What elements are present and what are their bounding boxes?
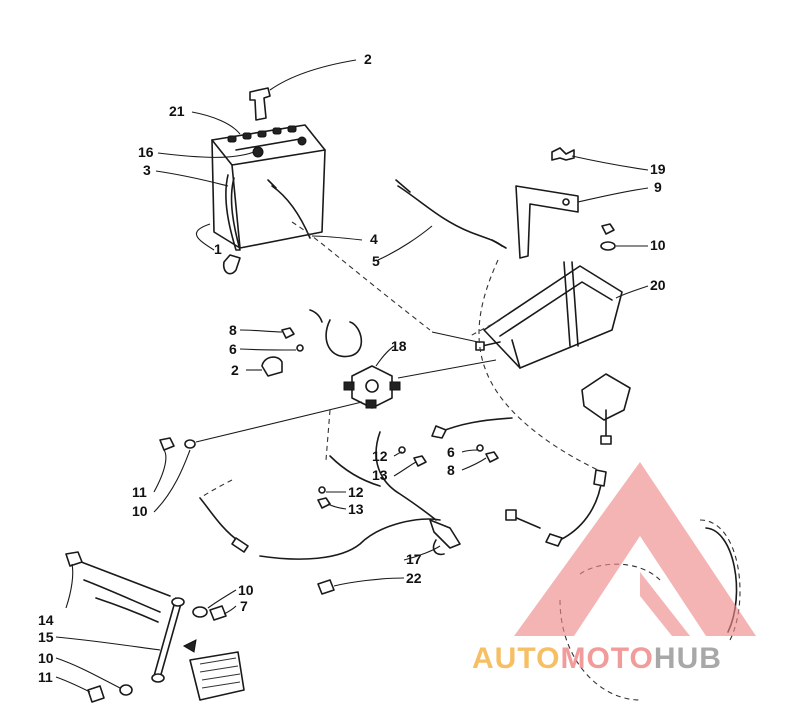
washer [398, 446, 406, 454]
solenoid [343, 365, 401, 409]
ground-cable [559, 477, 603, 541]
drain-tube [222, 254, 241, 275]
nut [159, 437, 175, 451]
tray-rod [563, 261, 571, 347]
nut [87, 685, 105, 703]
lower-bracket [189, 651, 245, 701]
callout-8-right: 8 [447, 462, 455, 478]
watermark-logo: AUTOMOTOHUB [472, 462, 756, 675]
nut [601, 223, 615, 235]
callout-2-mid: 2 [231, 362, 239, 378]
callout-6-left: 6 [229, 341, 237, 357]
watermark-auto: AUTO [472, 642, 560, 675]
callout-10-mid: 10 [132, 503, 148, 519]
callout-12-low: 12 [348, 484, 364, 500]
callout-10-bottom: 10 [38, 650, 54, 666]
callout-3: 3 [143, 162, 151, 178]
callout-13-right: 13 [372, 467, 388, 483]
callout-21: 21 [169, 103, 185, 119]
callout-4: 4 [370, 231, 378, 247]
nut [317, 497, 331, 509]
callout-13-low: 13 [348, 501, 364, 517]
nut [281, 327, 295, 339]
watermark-hub: HUB [654, 642, 722, 675]
callout-18: 18 [391, 338, 407, 354]
battery-tray [483, 265, 623, 369]
link-rod [153, 597, 177, 677]
tray-support [581, 373, 631, 421]
callout-labels: 2 21 16 3 1 4 5 19 9 10 20 8 6 2 18 6 8 … [38, 51, 666, 685]
leader-lines [55, 59, 649, 693]
callout-2-top: 2 [364, 51, 372, 67]
callout-11-bottom: 11 [38, 669, 53, 685]
callout-7: 7 [240, 598, 248, 614]
callout-12-right: 12 [372, 448, 388, 464]
grommet [317, 579, 335, 595]
washer [296, 344, 304, 352]
callout-10-right: 10 [650, 237, 666, 253]
mounting-bolt-line [195, 401, 363, 443]
callout-1: 1 [214, 241, 222, 257]
callout-9: 9 [654, 179, 662, 195]
callout-14: 14 [38, 612, 54, 628]
solenoid-cable-right [439, 417, 513, 433]
callout-6-right: 6 [447, 444, 455, 460]
callout-11-mid: 11 [132, 484, 147, 500]
callout-20: 20 [650, 277, 666, 293]
hold-down-bracket [515, 185, 579, 259]
wire-harness [375, 431, 437, 521]
washer [192, 606, 208, 618]
callout-5: 5 [372, 253, 380, 269]
washer [476, 444, 484, 452]
nut [413, 455, 427, 467]
washer [318, 486, 326, 494]
nut [485, 451, 499, 463]
connector-lead [199, 497, 241, 543]
washer [119, 684, 133, 696]
watermark-triangle [514, 462, 756, 636]
washer [600, 241, 616, 251]
bolt-long [75, 559, 171, 597]
pointer-arrow [182, 639, 197, 653]
callout-16: 16 [138, 144, 154, 160]
vent-cap [249, 87, 271, 121]
battery-strap [225, 174, 241, 251]
terminal-cap [261, 356, 283, 377]
battery-cable-long [397, 185, 503, 247]
callout-19: 19 [650, 161, 666, 177]
watermark-moto: MOTO [560, 642, 653, 675]
battery [211, 124, 326, 249]
callout-17: 17 [406, 551, 422, 567]
washer [184, 439, 196, 449]
ignition-lead [259, 518, 441, 560]
watermark-inner-triangle [640, 572, 690, 636]
lock-nut [209, 605, 227, 621]
callout-10-low: 10 [238, 582, 254, 598]
solenoid-loop-cable [325, 319, 363, 358]
callout-8-left: 8 [229, 322, 237, 338]
wing-nut [551, 147, 575, 161]
callout-15: 15 [38, 629, 54, 645]
callout-22: 22 [406, 570, 422, 586]
svg-text:AUTOMOTOHUB: AUTOMOTOHUB [472, 642, 722, 675]
